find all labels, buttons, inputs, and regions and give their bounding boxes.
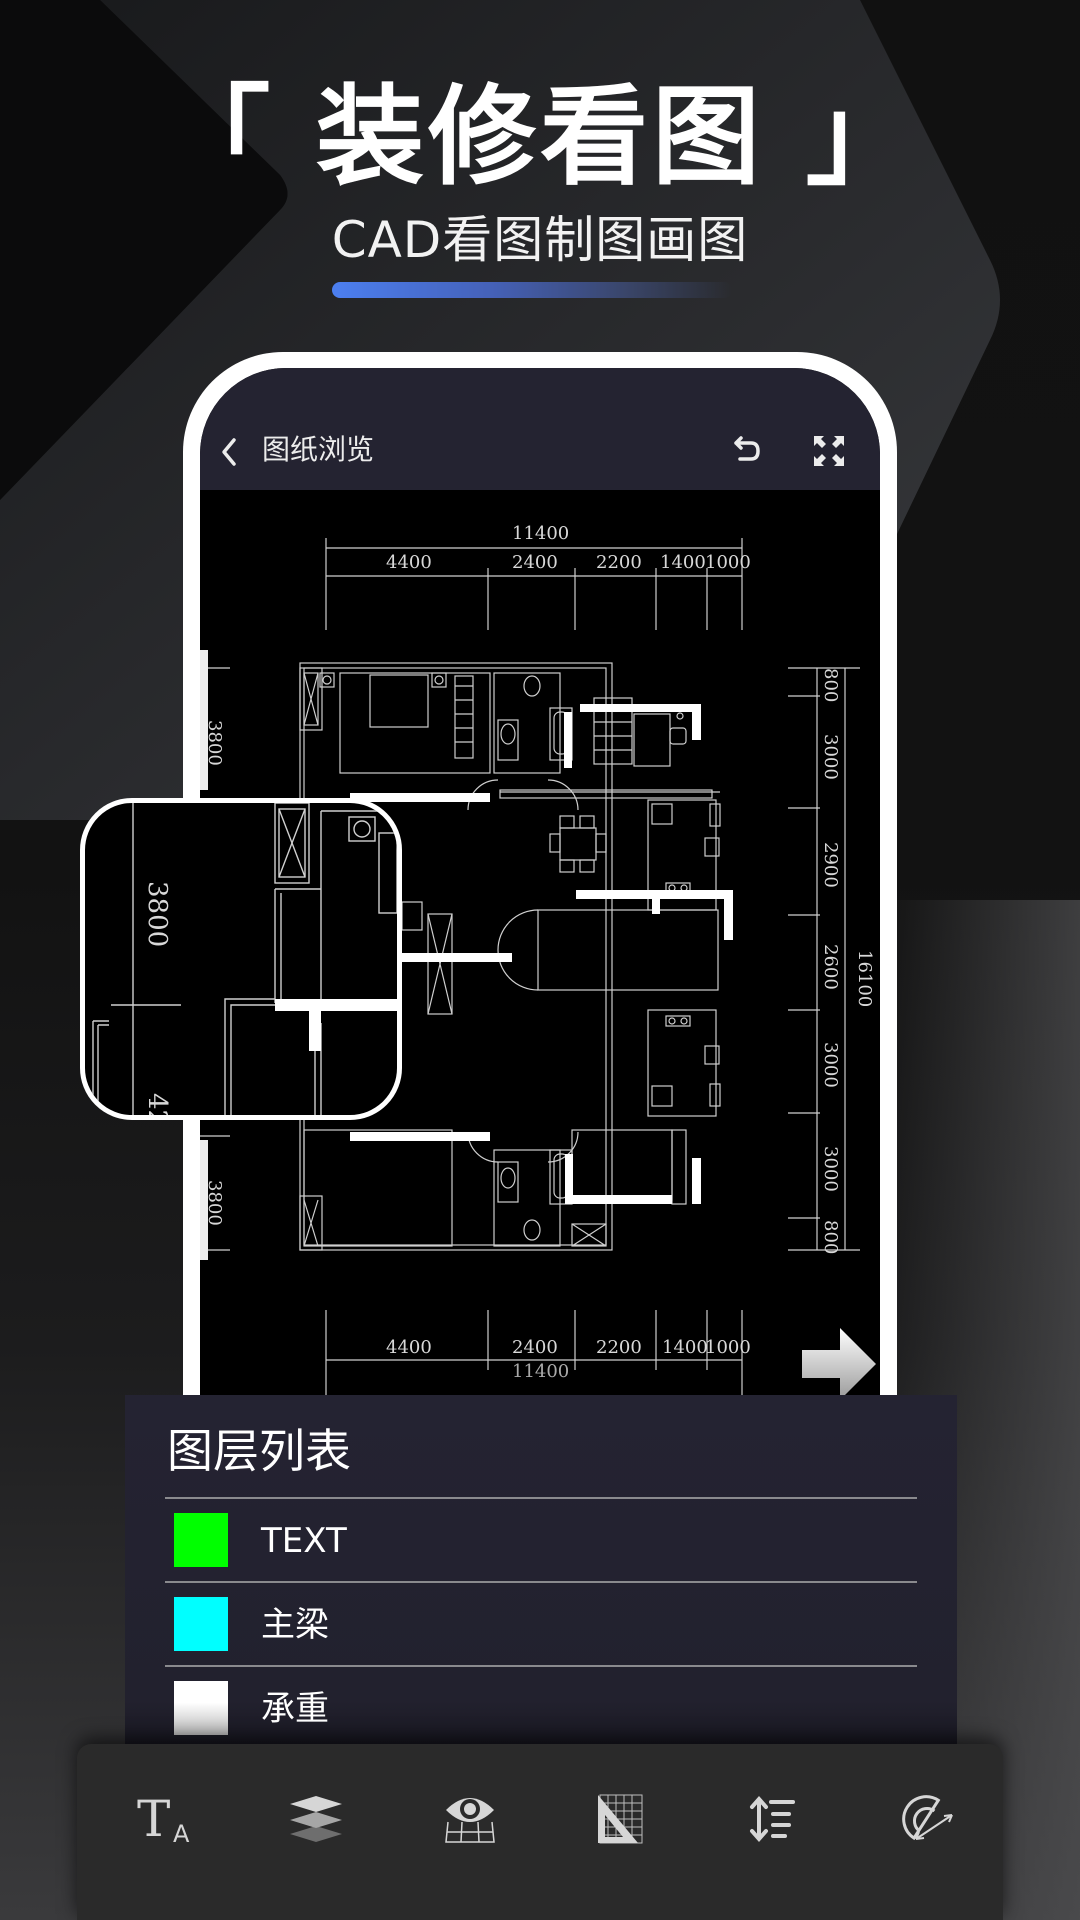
svg-text:T: T bbox=[137, 1794, 170, 1844]
phone-screen: 图纸浏览 bbox=[200, 368, 880, 1408]
magnifier-loupe[interactable]: 3800 42 bbox=[80, 798, 402, 1120]
layer-name: 主梁 bbox=[261, 1605, 329, 1645]
dim-bottom-seg: 4400 bbox=[386, 1337, 432, 1358]
dim-top-seg: 1400 bbox=[660, 552, 706, 573]
dim-bottom-seg: 1400 bbox=[662, 1337, 708, 1358]
layer-list-title: 图层列表 bbox=[167, 1424, 351, 1478]
bottom-toolbar: T A bbox=[77, 1744, 1003, 1920]
arrow-right-icon[interactable] bbox=[800, 1328, 878, 1400]
layer-row[interactable]: 承重 bbox=[165, 1665, 917, 1749]
ruler-button[interactable] bbox=[586, 1784, 656, 1854]
layer-row[interactable]: TEXT bbox=[165, 1497, 917, 1581]
chevron-left-icon[interactable] bbox=[214, 432, 244, 472]
dim-right-seg: 3000 bbox=[820, 1042, 841, 1088]
magnified-floor-plan bbox=[92, 803, 397, 1115]
hero-subtitle: CAD看图制图画图 bbox=[331, 211, 749, 269]
dim-top-seg: 2200 bbox=[596, 552, 642, 573]
magnifier-dimension: 3800 bbox=[142, 881, 172, 948]
dim-bottom-seg: 2400 bbox=[512, 1337, 558, 1358]
layers-button[interactable] bbox=[281, 1784, 351, 1854]
fullscreen-icon[interactable] bbox=[812, 434, 846, 468]
layers-icon bbox=[290, 1796, 342, 1842]
protractor-button[interactable] bbox=[895, 1784, 965, 1854]
accent-bar bbox=[332, 282, 732, 298]
dim-right-seg: 800 bbox=[820, 668, 841, 703]
dim-right-seg: 3000 bbox=[820, 1146, 841, 1192]
protractor-measure-icon bbox=[902, 1795, 953, 1841]
dim-left-seg: 3800 bbox=[204, 1180, 225, 1226]
dim-right-seg: 800 bbox=[820, 1220, 841, 1255]
line-spacing-icon bbox=[750, 1795, 795, 1843]
floor-plan bbox=[200, 538, 860, 1408]
triangle-ruler-icon bbox=[598, 1794, 643, 1844]
dim-bottom-seg: 2200 bbox=[596, 1337, 642, 1358]
layer-row[interactable]: 主梁 bbox=[165, 1581, 917, 1665]
dim-right-seg: 2900 bbox=[820, 842, 841, 888]
layer-color-swatch bbox=[174, 1681, 228, 1735]
dim-top-seg: 4400 bbox=[386, 552, 432, 573]
svg-text:A: A bbox=[173, 1820, 190, 1844]
hero-title: 「 装修看图 」 bbox=[162, 75, 918, 200]
text-size-icon: T A bbox=[137, 1794, 190, 1844]
magnifier-partial-dimension: 42 bbox=[142, 1093, 172, 1120]
dim-top-seg: 2400 bbox=[512, 552, 558, 573]
layer-list-panel: 图层列表 TEXT 主梁 承重 bbox=[125, 1395, 957, 1755]
undo-icon[interactable] bbox=[730, 434, 764, 468]
layer-color-swatch bbox=[174, 1597, 228, 1651]
page-title: 图纸浏览 bbox=[262, 433, 375, 466]
layer-name: TEXT bbox=[261, 1521, 347, 1561]
dim-left-seg: 3800 bbox=[204, 720, 225, 766]
dim-bottom-total: 11400 bbox=[512, 1361, 570, 1382]
dim-right-seg: 3000 bbox=[820, 734, 841, 780]
view-eye-grid-icon bbox=[445, 1798, 495, 1843]
dim-right-seg: 2600 bbox=[820, 944, 841, 990]
dim-top-seg: 1000 bbox=[705, 552, 751, 573]
dim-top-total: 11400 bbox=[512, 523, 570, 544]
layer-name: 承重 bbox=[261, 1689, 329, 1729]
view-button[interactable] bbox=[435, 1784, 505, 1854]
dim-bottom-seg: 1000 bbox=[705, 1337, 751, 1358]
app-bar: 图纸浏览 bbox=[200, 368, 880, 490]
layer-color-swatch bbox=[174, 1513, 228, 1567]
line-spacing-button[interactable] bbox=[739, 1784, 809, 1854]
dim-right-total: 16100 bbox=[854, 950, 875, 1008]
text-size-button[interactable]: T A bbox=[132, 1784, 202, 1854]
